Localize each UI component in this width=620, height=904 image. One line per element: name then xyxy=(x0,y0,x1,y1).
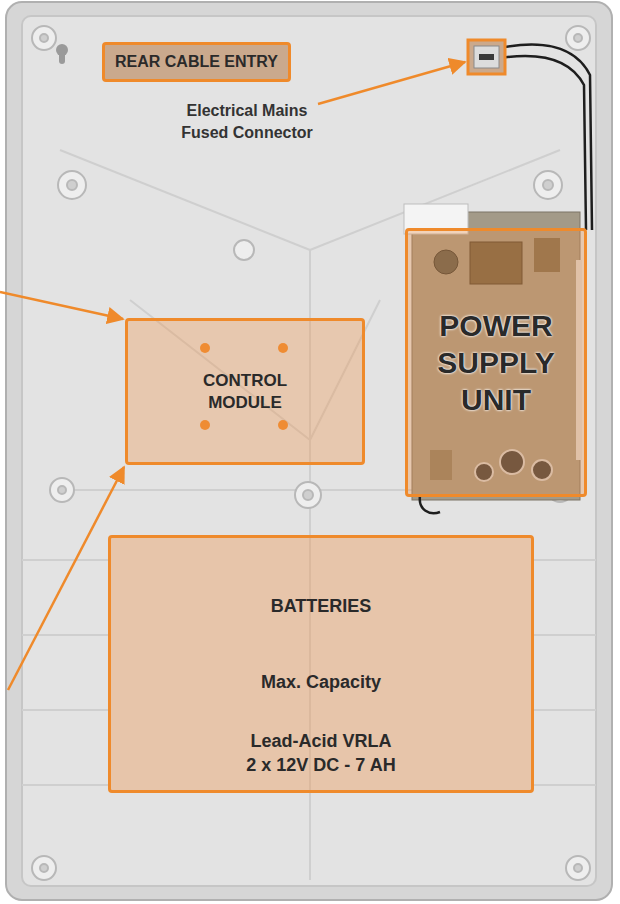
screw-bosses xyxy=(543,180,553,190)
enclosure-shell xyxy=(22,16,596,886)
screw-bosses xyxy=(50,478,74,502)
screw-bosses xyxy=(574,864,582,872)
leader-lines xyxy=(318,62,465,104)
leader-lines xyxy=(0,292,123,319)
mains-wires xyxy=(420,496,440,513)
enclosure-ribs xyxy=(22,784,108,786)
cable-entry-box: REAR CABLE ENTRY xyxy=(102,42,291,82)
mains-fused-connector xyxy=(479,54,494,60)
screw-bosses xyxy=(303,490,313,500)
screw-bosses xyxy=(32,856,56,880)
enclosure-ribs xyxy=(534,709,596,711)
enclosure-shell xyxy=(6,2,612,900)
screw-bosses xyxy=(234,240,254,260)
screw-bosses xyxy=(566,26,590,50)
enclosure-ribs xyxy=(22,709,108,711)
mains-fused-connector xyxy=(474,46,499,68)
box-text: Max. Capacity xyxy=(261,671,381,693)
enclosure-ribs xyxy=(22,150,596,880)
mains-fused-connector xyxy=(468,40,505,74)
mains-wires xyxy=(500,45,592,230)
connector-callout: Electrical Mains Fused Connector xyxy=(172,100,322,144)
screw-bosses xyxy=(40,34,48,42)
box-text: POWER SUPPLY UNIT xyxy=(416,307,576,418)
screw-bosses xyxy=(58,171,86,199)
keyhole xyxy=(59,50,65,64)
keyhole xyxy=(56,44,68,64)
enclosure-ribs xyxy=(60,150,310,250)
box-text: Lead-Acid VRLA 2 x 12V DC - 7 AH xyxy=(245,729,398,777)
battery-box: BATTERIES Max. CapacityLead-Acid VRLA 2 x… xyxy=(108,535,534,793)
box-text: REAR CABLE ENTRY xyxy=(115,52,278,72)
mains-fused-connector xyxy=(468,40,505,74)
screw-bosses xyxy=(32,26,56,50)
control-module-box: CONTROL MODULE xyxy=(125,318,365,465)
box-text: BATTERIES xyxy=(271,595,372,617)
enclosure-ribs xyxy=(534,784,596,786)
screw-bosses xyxy=(67,180,77,190)
screw-bosses xyxy=(32,26,590,880)
enclosure-shell xyxy=(6,2,612,900)
screw-bosses xyxy=(566,856,590,880)
screw-bosses xyxy=(40,864,48,872)
mains-wires xyxy=(500,56,586,230)
screw-bosses xyxy=(58,486,66,494)
enclosure-ribs xyxy=(22,559,108,561)
enclosure-ribs xyxy=(534,559,596,561)
screw-bosses xyxy=(295,482,321,508)
enclosure-ribs xyxy=(534,634,596,636)
box-text: CONTROL MODULE xyxy=(198,370,292,414)
power-supply-box: POWER SUPPLY UNIT xyxy=(405,228,587,497)
leader-lines xyxy=(8,467,124,690)
screw-bosses xyxy=(534,171,562,199)
screw-bosses xyxy=(574,34,582,42)
